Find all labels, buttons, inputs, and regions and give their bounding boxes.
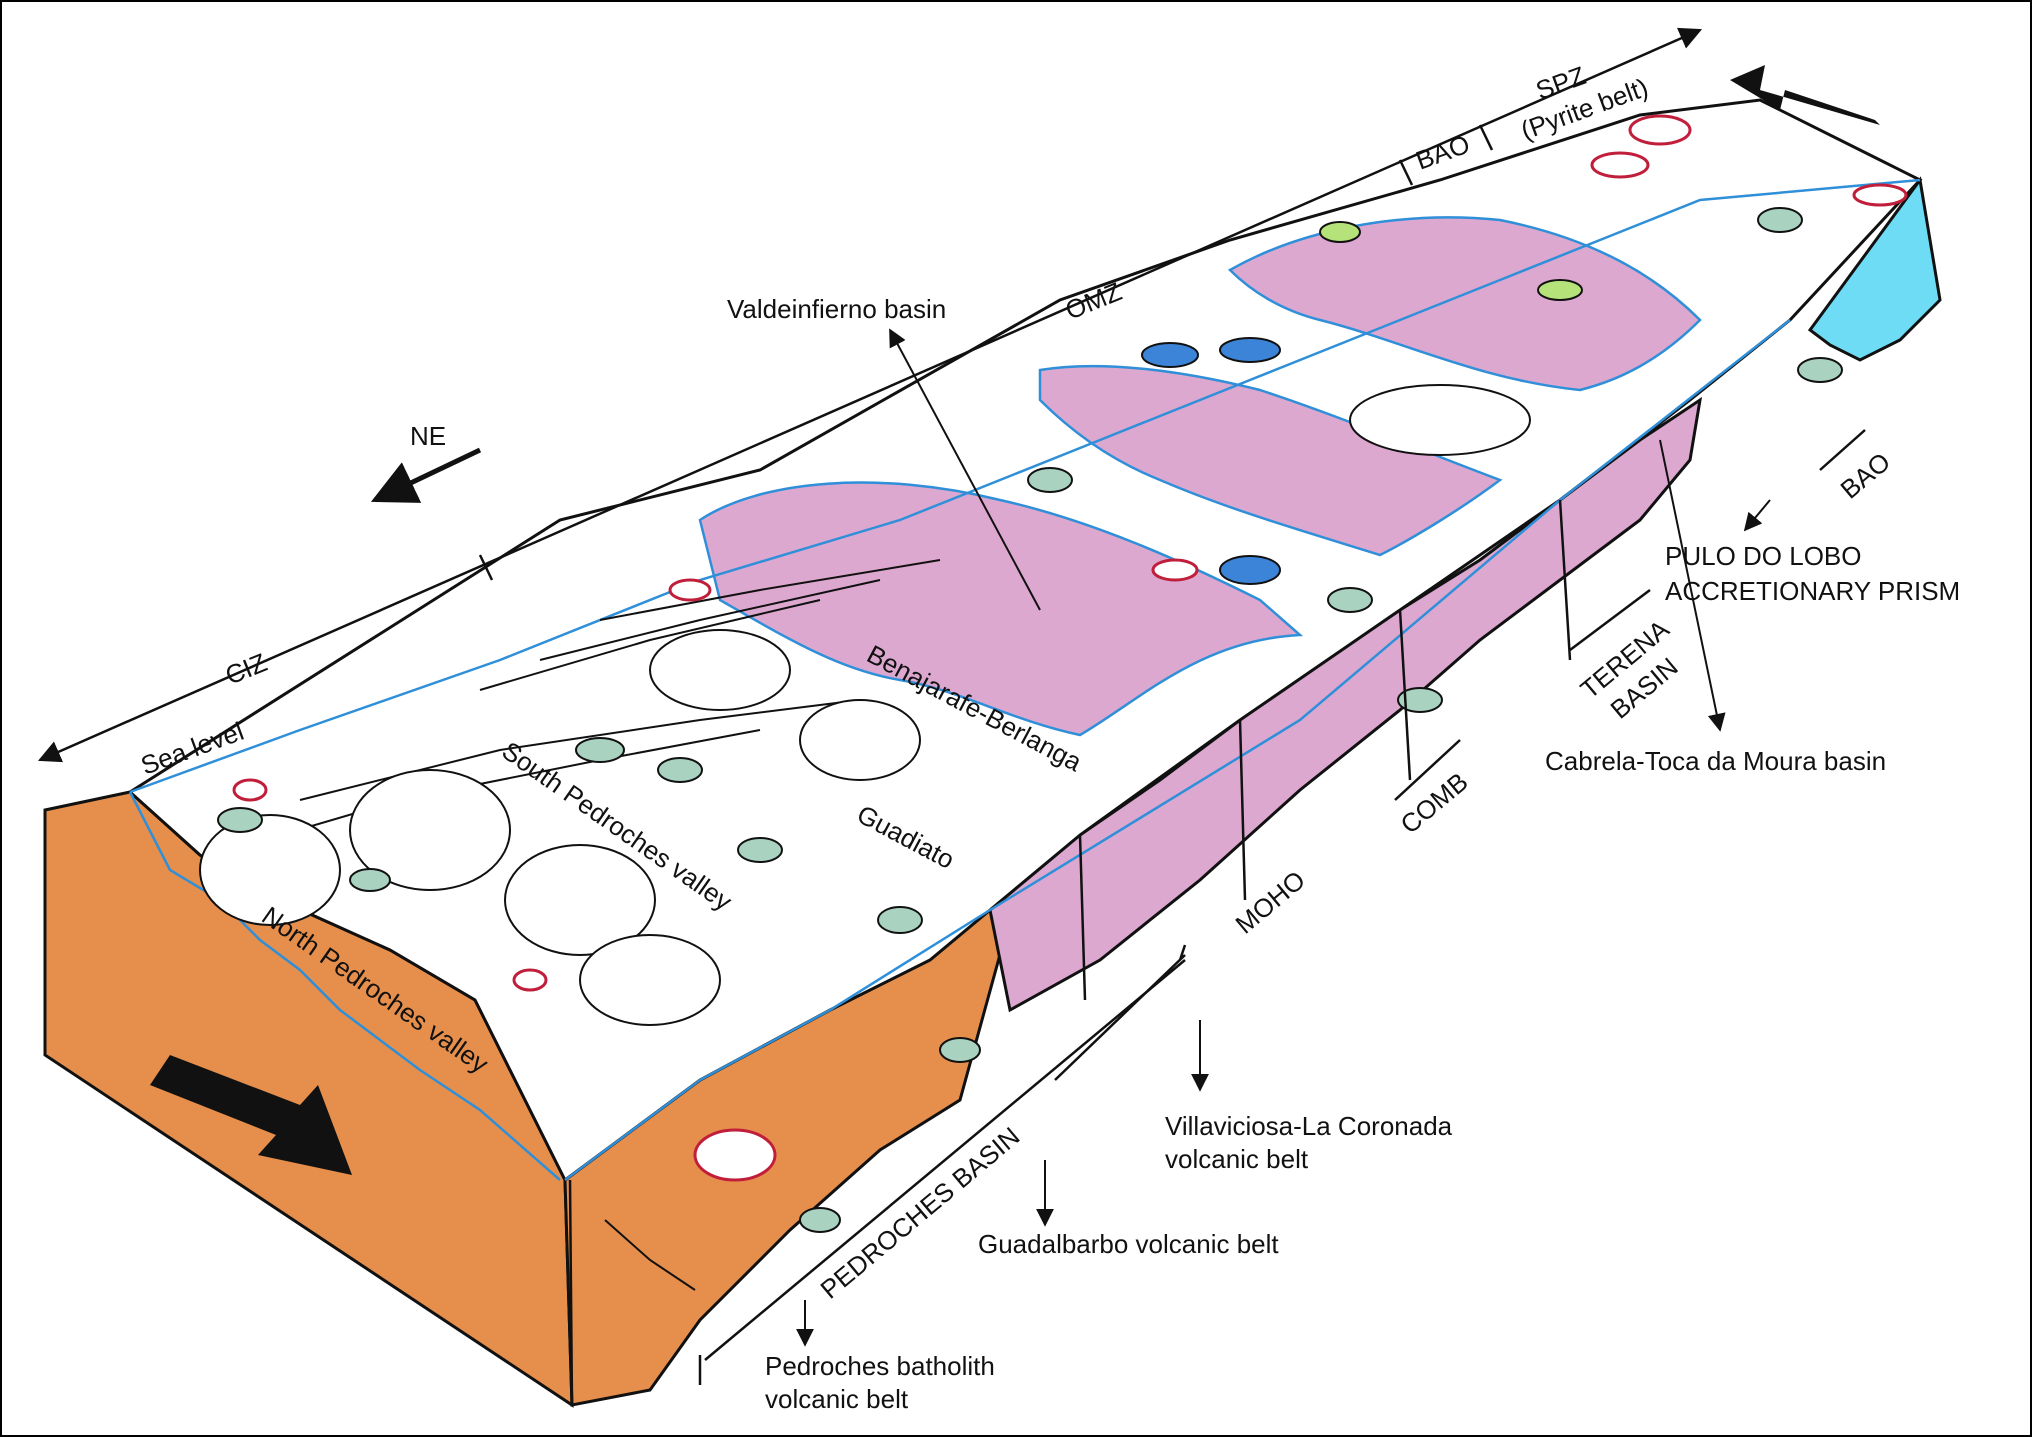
label-ciz: CIZ bbox=[221, 647, 271, 691]
label-villaviciosa-1: Villaviciosa-La Coronada bbox=[1165, 1111, 1453, 1141]
label-guadalbarbo: Guadalbarbo volcanic belt bbox=[978, 1229, 1279, 1259]
label-cabrela: Cabrela-Toca da Moura basin bbox=[1545, 746, 1886, 776]
motion-arrow-back bbox=[1730, 65, 1880, 125]
label-batholith-2: volcanic belt bbox=[765, 1384, 909, 1414]
label-pulo-1: PULO DO LOBO bbox=[1665, 541, 1862, 571]
range-brackets bbox=[698, 429, 1866, 1385]
label-batholith-1: Pedroches batholith bbox=[765, 1351, 995, 1381]
pointer-lines bbox=[796, 328, 1771, 1347]
label-pulo-2: ACCRETIONARY PRISM bbox=[1665, 576, 1960, 606]
coastline-front bbox=[128, 791, 561, 1181]
ne-arrow bbox=[370, 447, 482, 503]
label-moho: MOHO bbox=[1230, 865, 1311, 940]
label-bao-right: BAO bbox=[1835, 446, 1896, 504]
zone-range-lines bbox=[37, 27, 1703, 763]
label-villaviciosa-2: volcanic belt bbox=[1165, 1144, 1309, 1174]
label-ne: NE bbox=[410, 421, 446, 451]
label-comb: COMB bbox=[1395, 766, 1474, 839]
spz-block bbox=[1807, 176, 1942, 362]
label-bao-top: BAO bbox=[1412, 129, 1474, 176]
motion-arrow-front bbox=[150, 1055, 352, 1175]
label-valdeinfierno: Valdeinfierno basin bbox=[727, 294, 946, 324]
